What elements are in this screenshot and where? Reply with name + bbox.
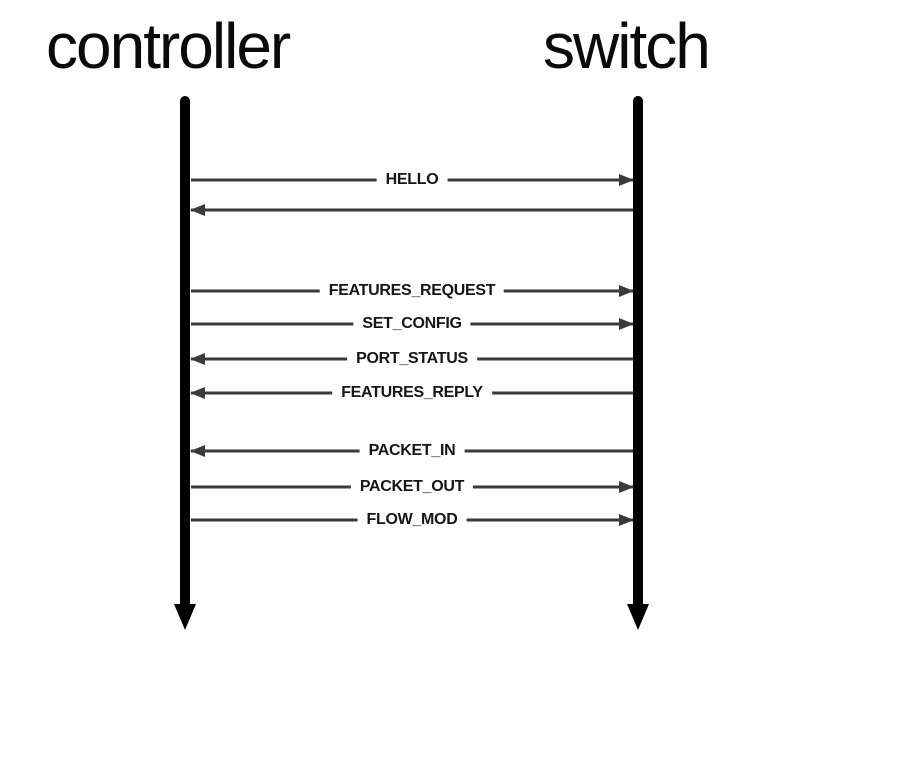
left-arrowhead-icon: [190, 204, 205, 216]
left-arrowhead-icon: [190, 353, 205, 365]
right-arrowhead-icon: [619, 481, 634, 493]
down-arrowhead-icon: [627, 604, 649, 630]
message-arrow-unlabeled: [190, 201, 634, 219]
message-arrow-features_request: FEATURES_REQUEST: [190, 282, 634, 300]
actor-label-controller: controller: [46, 10, 291, 82]
right-arrowhead-icon: [619, 174, 634, 186]
message-label: PORT_STATUS: [347, 350, 477, 368]
arrow-line: [191, 208, 633, 212]
right-arrowhead-icon: [619, 285, 634, 297]
left-arrowhead-icon: [190, 387, 205, 399]
right-arrowhead-icon: [619, 318, 634, 330]
down-arrowhead-icon: [174, 604, 196, 630]
controller-lifeline: [174, 96, 196, 630]
message-arrow-set_config: SET_CONFIG: [190, 315, 634, 333]
actor-label-switch: switch: [543, 10, 711, 82]
message-arrow-packet_out: PACKET_OUT: [190, 478, 634, 496]
message-label: FEATURES_REQUEST: [319, 282, 505, 300]
message-label: SET_CONFIG: [353, 315, 471, 333]
message-arrow-packet_in: PACKET_IN: [190, 442, 634, 460]
switch-lifeline: [627, 96, 649, 630]
message-arrow-flow_mod: FLOW_MOD: [190, 511, 634, 529]
message-label: PACKET_IN: [359, 442, 465, 460]
message-arrow-port_status: PORT_STATUS: [190, 350, 634, 368]
message-arrow-features_reply: FEATURES_REPLY: [190, 384, 634, 402]
message-label: PACKET_OUT: [350, 478, 474, 496]
message-label: HELLO: [376, 171, 448, 189]
right-arrowhead-icon: [619, 514, 634, 526]
message-label: FLOW_MOD: [357, 511, 467, 529]
message-arrow-hello: HELLO: [190, 171, 634, 189]
left-arrowhead-icon: [190, 445, 205, 457]
message-label: FEATURES_REPLY: [332, 384, 492, 402]
